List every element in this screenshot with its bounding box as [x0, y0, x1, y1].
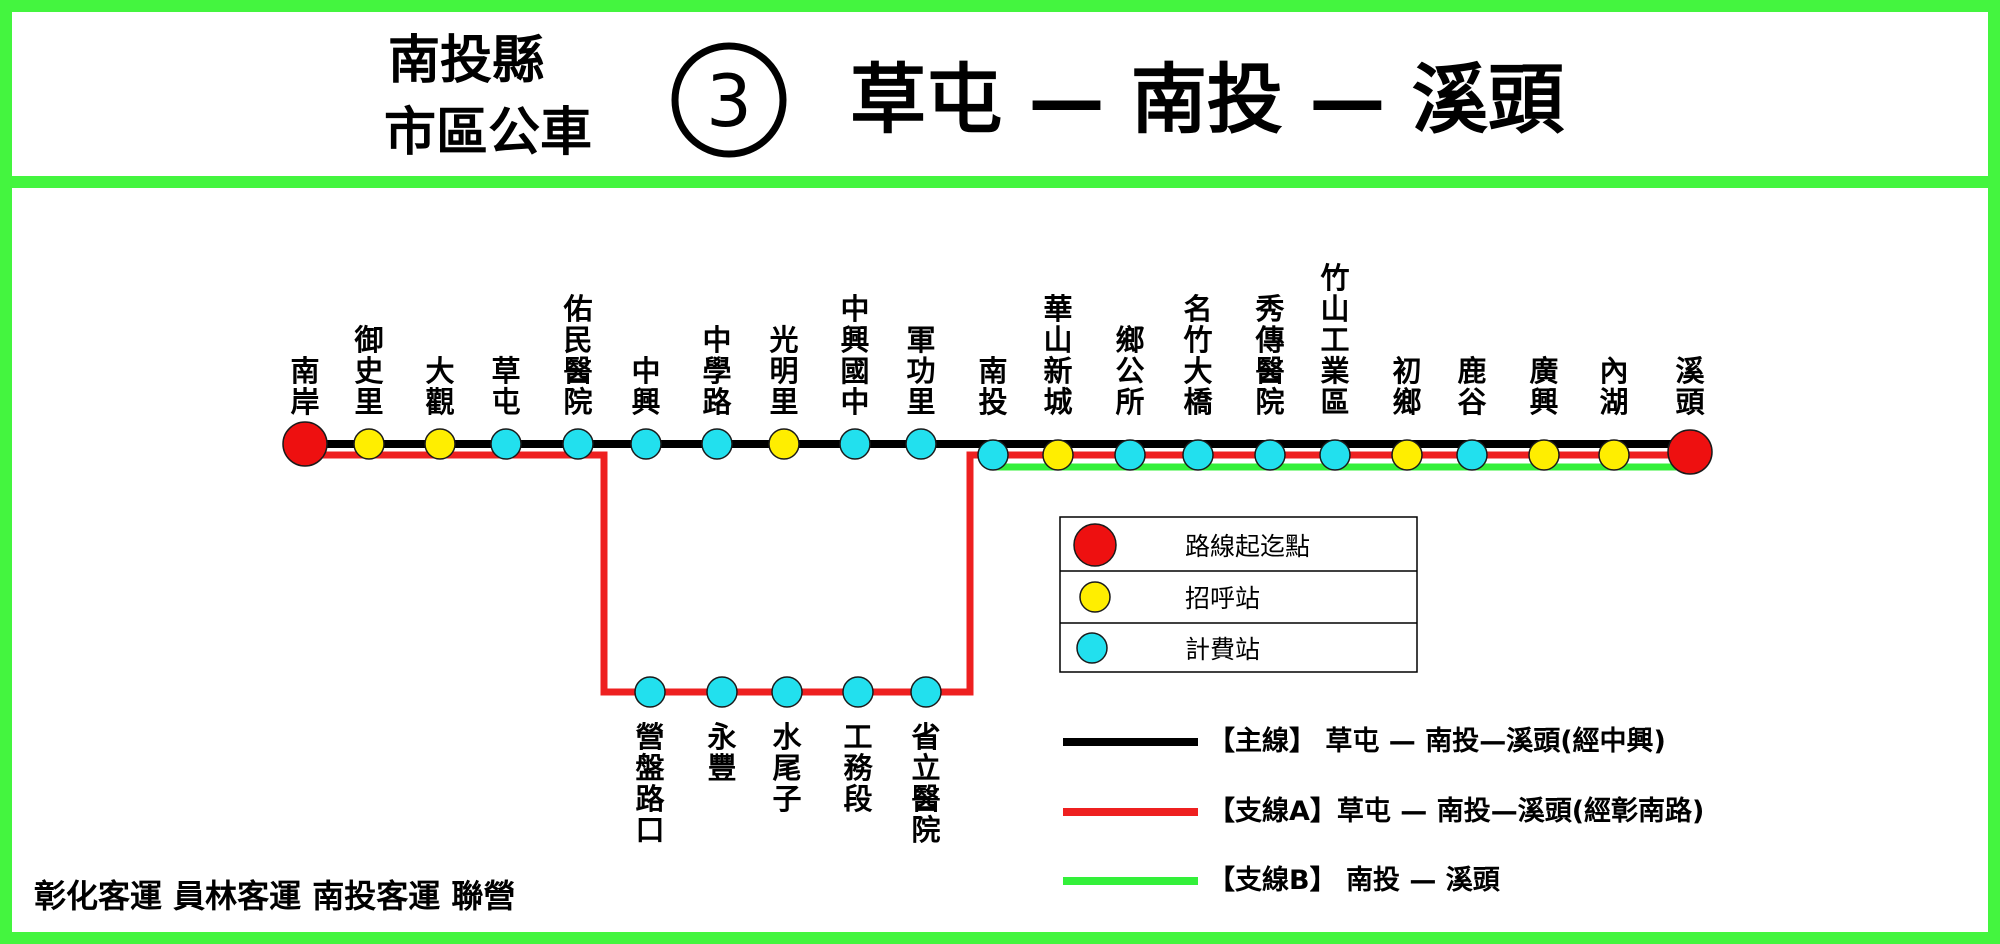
legend-fare-label: 計費站	[1185, 635, 1260, 664]
top-stop-marker	[1182, 439, 1214, 471]
top-stop-marker	[768, 428, 800, 460]
stop-label: 鹿谷	[1457, 354, 1487, 419]
legend-a-label: 【支線A】草屯 — 南投—溪頭(經彰南路)	[1208, 795, 1704, 827]
top-stop-marker	[1042, 439, 1074, 471]
stop-label: 鄉公所	[1115, 323, 1145, 419]
route-number: 3	[706, 59, 752, 143]
stop-label: 大觀	[425, 354, 455, 419]
top-stop-marker	[905, 428, 937, 460]
top-stop-marker	[424, 428, 456, 460]
stop-label: 永豐	[707, 720, 737, 785]
header-bus-type: 市區公車	[384, 103, 592, 163]
route-title: 草屯 — 南投 — 溪頭	[850, 55, 1565, 144]
legend-flag-label: 招呼站	[1185, 584, 1260, 613]
operators-footer: 彰化客運 員林客運 南投客運 聯營	[34, 877, 515, 915]
stop-label: 工務段	[843, 720, 873, 816]
stop-label: 華山新城	[1043, 292, 1073, 419]
legend-fare-marker	[1076, 632, 1108, 664]
stop-label: 名竹大橋	[1183, 292, 1213, 419]
legend-flag-marker	[1079, 581, 1111, 613]
stop-label: 營盤路口	[635, 720, 665, 847]
top-stop-marker	[1528, 439, 1560, 471]
top-stop-marker	[282, 421, 328, 467]
stop-label: 竹山工業區	[1320, 261, 1350, 419]
legend-main-label: 【主線】 草屯 — 南投—溪頭(經中興)	[1208, 725, 1666, 757]
top-stop-marker	[1254, 439, 1286, 471]
stop-label: 中學路	[702, 323, 732, 419]
bottom-stop-marker	[842, 676, 874, 708]
header-county: 南投縣	[388, 31, 544, 91]
top-stop-marker	[701, 428, 733, 460]
route-number-circle	[671, 42, 787, 158]
top-stop-marker	[1667, 429, 1713, 475]
top-stop-marker	[977, 439, 1009, 471]
stop-markers-bottom	[634, 676, 942, 708]
top-stop-marker	[1114, 439, 1146, 471]
stop-label: 光明里	[769, 323, 799, 419]
top-stop-marker	[1598, 439, 1630, 471]
legend-box	[1059, 516, 1418, 673]
stop-label: 省立醫院	[911, 720, 941, 847]
top-stop-marker	[353, 428, 385, 460]
stop-label: 內湖	[1599, 354, 1629, 419]
top-stop-marker	[630, 428, 662, 460]
legend-terminal-marker	[1073, 523, 1117, 567]
stop-label: 中興國中	[840, 292, 870, 419]
stop-label: 草屯	[491, 354, 521, 419]
bottom-stop-marker	[634, 676, 666, 708]
stop-label: 溪頭	[1675, 354, 1705, 419]
stop-label: 南岸	[290, 354, 320, 419]
top-stop-marker	[490, 428, 522, 460]
legend-b-label: 【支線B】 南投 — 溪頭	[1208, 864, 1501, 896]
stop-label: 中興	[631, 354, 661, 419]
bottom-stop-marker	[771, 676, 803, 708]
stop-label: 御史里	[354, 323, 384, 419]
legend-terminal-label: 路線起迄點	[1185, 532, 1310, 561]
stop-label: 佑民醫院	[563, 292, 593, 419]
bottom-stop-marker	[910, 676, 942, 708]
top-stop-marker	[1391, 439, 1423, 471]
stop-label: 廣興	[1529, 354, 1559, 419]
top-stop-marker	[1319, 439, 1351, 471]
bottom-stop-marker	[706, 676, 738, 708]
line-legend: 【主線】 草屯 — 南投—溪頭(經中興) 【支線A】草屯 — 南投—溪頭(經彰南…	[1063, 725, 1704, 896]
top-stop-marker	[1456, 439, 1488, 471]
stop-label: 水尾子	[772, 720, 802, 816]
stop-type-legend: 路線起迄點 招呼站 計費站	[1059, 516, 1418, 673]
stop-label: 南投	[978, 354, 1008, 419]
stop-markers-top	[282, 421, 1713, 475]
top-stop-marker	[839, 428, 871, 460]
stop-label: 秀傳醫院	[1255, 292, 1285, 419]
stop-label: 軍功里	[906, 323, 936, 419]
top-stop-marker	[562, 428, 594, 460]
stop-label: 初鄉	[1392, 354, 1422, 419]
